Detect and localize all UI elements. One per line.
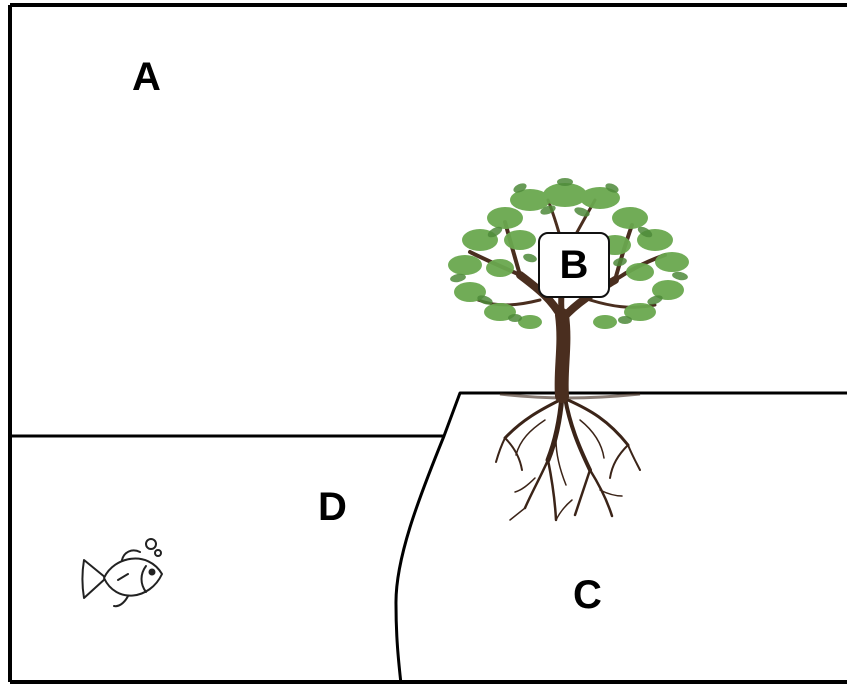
tree-roots [495, 393, 641, 522]
region-label-c: C [573, 573, 602, 617]
fish-top-fin [121, 549, 141, 561]
fish-bubble-small [154, 549, 162, 557]
fish-bottom-fin [113, 595, 129, 608]
fish-icon [81, 538, 163, 608]
ground-shadow [499, 392, 641, 400]
fish-eye [148, 568, 156, 576]
region-label-a: A [132, 55, 161, 99]
frame-border [8, 3, 847, 684]
ground-boundary-lines [10, 391, 847, 684]
fish-tail [81, 559, 107, 599]
riverbank-line [394, 391, 847, 684]
fish-gill [140, 565, 147, 593]
fish-mouth [117, 573, 129, 581]
region-label-b-box: B [538, 232, 610, 298]
region-label-b: B [559, 243, 589, 287]
fish-body [103, 557, 163, 597]
region-label-d: D [318, 485, 347, 529]
fish-bubble-large [145, 538, 157, 550]
